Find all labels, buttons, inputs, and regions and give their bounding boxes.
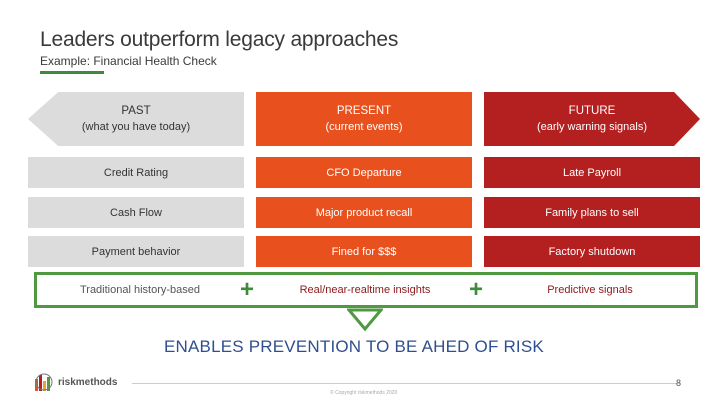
slide-subtitle: Example: Financial Health Check [40,54,217,68]
future-cell-late-payroll: Late Payroll [484,157,700,188]
summary-future: Predictive signals [547,284,633,296]
future-header-label: FUTURE [568,105,616,117]
future-header-sublabel: (early warning signals) [536,121,648,133]
past-cell-payment-behavior: Payment behavior [28,236,244,267]
past-header-sublabel: (what you have today) [81,121,191,133]
present-header-sublabel: (current events) [325,121,403,133]
footer-copyright: © Copyright riskmethods 2020 [330,390,398,396]
present-header-label: PRESENT [336,105,392,117]
down-arrow-icon [347,308,383,332]
past-header: PAST (what you have today) [28,92,244,146]
present-cell-cfo-departure: CFO Departure [256,157,472,188]
logo-bars-icon [35,373,53,391]
footer-divider [132,383,680,384]
summary-past: Traditional history-based [79,284,201,296]
riskmethods-logo: riskmethods [34,373,117,391]
future-header: FUTURE (early warning signals) [484,92,700,146]
present-cell-product-recall: Major product recall [256,197,472,228]
summary-present: Real/near-realtime insights [299,284,431,296]
page-number: 8 [676,378,682,388]
plus-icon: + [240,276,255,303]
slide-title: Leaders outperform legacy approaches [40,28,399,51]
subtitle-underline [40,71,104,74]
logo-text: riskmethods [58,376,118,388]
future-cell-family-plans: Family plans to sell [484,197,700,228]
past-header-label: PAST [121,105,151,117]
plus-icon: + [469,276,484,303]
present-header: PRESENT (current events) [256,92,472,146]
past-cell-credit-rating: Credit Rating [28,157,244,188]
future-cell-factory-shutdown: Factory shutdown [484,236,700,267]
present-cell-fined: Fined for $$$ [256,236,472,267]
summary-box [34,272,698,308]
past-cell-cash-flow: Cash Flow [28,197,244,228]
enables-statement: ENABLES PREVENTION TO BE AHED OF RISK [164,337,544,356]
